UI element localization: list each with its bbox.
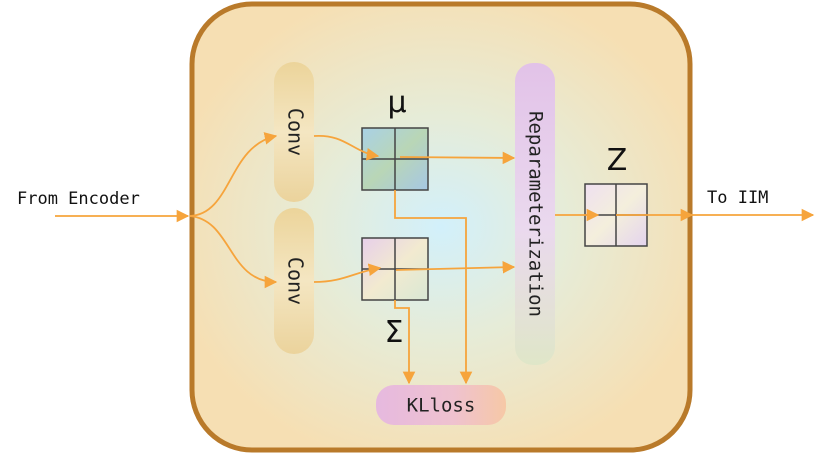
conv-top-label: Conv	[284, 108, 308, 156]
klloss-label: KLloss	[407, 395, 476, 417]
conv-top-block: Conv	[274, 62, 314, 202]
sigma-to-klloss-arrow	[394, 300, 416, 385]
reparam-block: Reparameterization	[515, 63, 555, 365]
conv-top-to-mu-arrow	[313, 135, 380, 161]
klloss-block: KLloss	[376, 385, 506, 425]
mu-symbol: μ	[387, 85, 406, 120]
branch-to-conv-bottom-arrow	[189, 215, 278, 289]
z-symbol: Z	[607, 143, 628, 178]
mu-to-reparam-arrow	[399, 151, 516, 165]
mu-to-klloss-arrow	[394, 190, 473, 385]
sigma-to-reparam-arrow	[395, 260, 516, 274]
output-label: To IIM	[707, 188, 768, 208]
input-label: From Encoder	[17, 189, 140, 209]
conv-bottom-label: Conv	[284, 257, 308, 305]
sigma-symbol: Σ	[385, 315, 404, 350]
branch-to-conv-top-arrow	[189, 132, 278, 217]
conv-bottom-block: Conv	[274, 208, 314, 354]
reparam-label: Reparameterization	[525, 111, 547, 317]
frame	[189, 1, 693, 453]
conv-bottom-to-sigma-arrow	[313, 263, 382, 283]
mu-grid	[361, 127, 429, 191]
